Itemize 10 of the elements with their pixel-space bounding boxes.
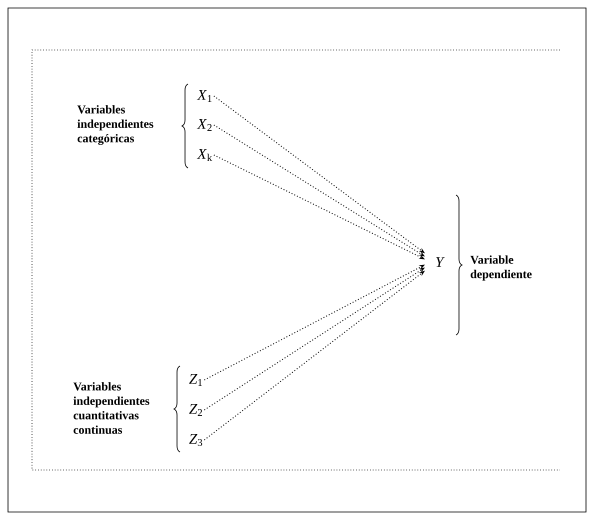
variable-symbol: Y [436,257,445,267]
variable-symbol: Z$_{1}$ [189,374,202,386]
variable-symbol: Z$_{2}$ [189,404,202,416]
group-label: Variables independientes categóricas [77,105,154,145]
variable-symbol: X$_{k}$ [196,148,212,162]
variable-symbol: X$_{2}$ [196,119,212,131]
variable-symbol: X$_{1}$ [196,90,212,102]
group-label: Variable dependiente [470,255,532,281]
variable-symbol: Z$_{3}$ [189,434,202,446]
group-label: Variables independientes cuantitativas continuas [73,382,150,434]
